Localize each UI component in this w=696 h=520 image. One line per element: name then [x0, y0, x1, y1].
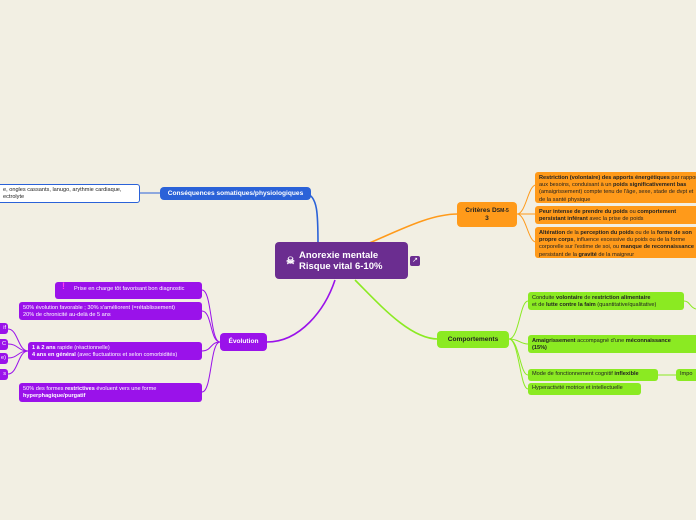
- skull-icon: ☠: [286, 256, 295, 267]
- behavior-item-restriction[interactable]: Conduite volontaire de restriction alime…: [528, 292, 684, 310]
- link-evolution-3: [201, 341, 221, 352]
- behaviors-label: Comportements: [447, 335, 499, 343]
- criteria-item-fear[interactable]: Peur intense de prendre du poids ou comp…: [535, 206, 696, 224]
- evolution-stub-1[interactable]: if: [0, 323, 8, 334]
- exclamation-icon: !: [62, 282, 65, 291]
- evolution-item-early-care[interactable]: ! Prise en charge tôt favorisant bon dia…: [55, 282, 202, 299]
- criteria-item-restriction[interactable]: Restriction (volontaire) des apports éne…: [535, 172, 696, 203]
- evolution-item-duration[interactable]: 1 à 2 ans rapide (réactionnelle) 4 ans e…: [28, 342, 202, 360]
- link-behaviors-1: [508, 300, 529, 340]
- link-somatic: [304, 192, 319, 246]
- link-behaviors-4: [508, 338, 529, 390]
- link-stub-4: [7, 350, 29, 375]
- link-evolution-4: [201, 341, 221, 393]
- link-criteria-1: [516, 184, 537, 215]
- central-topic[interactable]: ☠ Anorexie mentale Risque vital 6-10%: [275, 242, 408, 279]
- link-evolution-1: [201, 289, 221, 343]
- criteria-label-3: 3: [485, 215, 489, 222]
- link-behaviors-1-child: [683, 300, 696, 310]
- behavior-item-weight-loss[interactable]: Amaigrissement accompagné d'une méconnai…: [528, 335, 696, 353]
- link-criteria-3: [516, 213, 537, 243]
- share-icon[interactable]: ↗: [410, 256, 420, 266]
- evolution-stub-3[interactable]: e): [0, 353, 8, 364]
- link-behaviors-3: [508, 338, 529, 376]
- topic-dsm5-criteria[interactable]: Critères DSM-5 3: [457, 202, 517, 227]
- behavior-item-hyperactivity[interactable]: Hyperactivité motrice et intellectuelle: [528, 383, 641, 395]
- link-evolution: [266, 279, 336, 343]
- topic-evolution[interactable]: Évolution: [220, 333, 267, 351]
- evolution-item-restrictive-forms[interactable]: 50% des formes restrictives évoluent ver…: [19, 383, 202, 402]
- evolution-stub-4[interactable]: s: [0, 369, 8, 380]
- central-title-line1: Anorexie mentale: [299, 249, 379, 261]
- somatic-detail[interactable]: e, ongles cassants, lanugo, arythmie car…: [0, 184, 140, 203]
- evolution-stub-2[interactable]: C: [0, 339, 8, 350]
- evolution-label: Évolution: [228, 338, 259, 346]
- behavior-item-inflexible[interactable]: Mode de fonctionnement cognitif inflexib…: [528, 369, 658, 381]
- behavior-inflexible-child[interactable]: Impo: [676, 369, 696, 381]
- criteria-label: Critères DSM-5: [465, 207, 509, 214]
- link-criteria: [366, 213, 459, 245]
- central-title-line2: Risque vital 6-10%: [299, 260, 383, 272]
- somatic-detail-line1: e, ongles cassants, lanugo, arythmie car…: [3, 187, 122, 193]
- somatic-detail-line2: ectrolyte: [3, 194, 25, 201]
- topic-somatic-consequences[interactable]: Conséquences somatiques/physiologiques: [160, 187, 311, 200]
- topic-behaviors[interactable]: Comportements: [437, 331, 509, 348]
- link-evolution-2: [201, 310, 221, 343]
- link-behaviors: [354, 279, 439, 340]
- criteria-item-alteration[interactable]: Altération de la perception du poids ou …: [535, 227, 696, 258]
- evolution-item-outcomes[interactable]: 50% évolution favorable ; 30% s'améliore…: [19, 302, 202, 320]
- topic-somatic-label: Conséquences somatiques/physiologiques: [167, 189, 304, 197]
